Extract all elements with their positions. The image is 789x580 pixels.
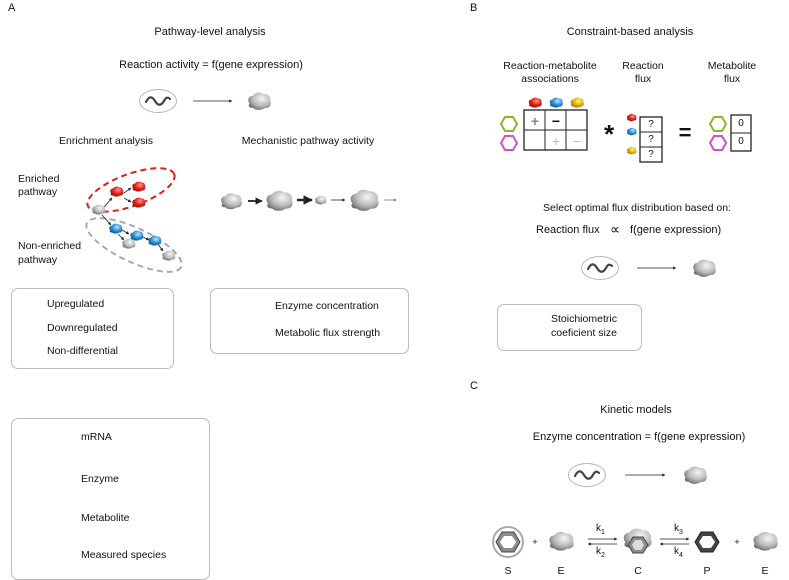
legend-nondifferential: Non-differential: [47, 345, 119, 357]
nonenriched-label-1: Non-enriched: [18, 240, 82, 252]
mechanistic-pathway: [221, 189, 397, 211]
enrichment-network: [85, 167, 183, 273]
plus-2: +: [734, 537, 740, 547]
species-c-label: C: [634, 565, 642, 577]
times-operator: *: [603, 119, 615, 149]
reaction-red-icon: [528, 97, 542, 108]
flux-yellow-icon: [626, 146, 637, 155]
matrix-cell-0-0: +: [530, 113, 540, 129]
assoc-label-2: associations: [521, 73, 579, 85]
mechanistic-title: Mechanistic pathway activity: [241, 135, 375, 147]
panel-c-title: Kinetic models: [600, 404, 672, 416]
flux-red-icon: [626, 113, 637, 122]
rflux-label-1: Reaction: [622, 60, 664, 72]
legend-downregulated: Downregulated: [47, 322, 118, 334]
legend-metabolite: Metabolite: [81, 512, 130, 524]
relation-left: Reaction flux: [536, 224, 600, 236]
metabolite-flux-vector: [730, 114, 752, 152]
rflux-value-0: ?: [648, 119, 654, 130]
mrna-icon-c: [567, 462, 607, 488]
matrix-cell-0-1: −: [551, 113, 561, 129]
mrna-icon-b: [580, 255, 620, 281]
nonenriched-label-2: pathway: [18, 254, 58, 266]
k4-label: k4: [674, 546, 683, 560]
legend-flux-strength: Metabolic flux strength: [275, 327, 381, 339]
mflux-value-1: 0: [738, 136, 744, 147]
nonenriched-ring: [85, 217, 183, 273]
select-optimal-text: Select optimal flux distribution based o…: [543, 202, 731, 214]
metabolite-icons-left: [499, 116, 519, 151]
kinetic-reaction-scheme: [492, 526, 778, 558]
stoich-label-2: coeficient size: [551, 327, 617, 339]
enzyme-e1-icon: [549, 531, 574, 551]
panel-a-letter: A: [8, 2, 16, 14]
species-e1-label: E: [557, 565, 565, 577]
equals-operator: =: [678, 120, 692, 145]
species-e2-label: E: [761, 565, 769, 577]
rflux-value-1: ?: [648, 134, 654, 145]
species-s-label: S: [504, 565, 512, 577]
enriched-label-1: Enriched: [18, 173, 60, 185]
k3-label: k3: [674, 523, 683, 537]
association-matrix: [523, 109, 588, 151]
enrichment-title: Enrichment analysis: [59, 135, 153, 147]
panel-b-title: Constraint-based analysis: [566, 26, 694, 38]
rflux-label-2: flux: [634, 73, 652, 85]
species-legend: [11, 418, 210, 580]
k1-label: k1: [596, 523, 605, 537]
pathway-activity-legend: [210, 288, 409, 354]
enzyme-icon: [248, 92, 271, 110]
mflux-value-0: 0: [738, 118, 744, 129]
flux-blue-icon: [626, 127, 637, 136]
legend-enzyme: Enzyme: [81, 473, 119, 485]
stoich-legend: [497, 304, 642, 351]
legend-enzyme-concentration: Enzyme concentration: [275, 300, 379, 312]
mflux-label-1: Metabolite: [707, 60, 757, 72]
enzyme-icon-b: [693, 259, 716, 277]
mrna-icon: [138, 88, 178, 114]
enzyme-e2-icon: [753, 531, 778, 551]
panel-a-title: Pathway-level analysis: [154, 26, 266, 38]
enzyme-icon-c: [684, 466, 707, 484]
enriched-label-2: pathway: [18, 186, 58, 198]
panel-c-letter: C: [470, 380, 478, 392]
rflux-value-2: ?: [648, 149, 654, 160]
panel-b-letter: B: [470, 2, 478, 14]
mflux-label-2: flux: [723, 73, 741, 85]
matrix-cell-1-2: −: [572, 133, 582, 149]
stoich-label-1: Stoichiometric: [551, 313, 617, 325]
k2-label: k2: [596, 546, 605, 560]
matrix-cell-1-1: +: [551, 133, 561, 149]
regulation-legend: [11, 288, 174, 369]
legend-mrna: mRNA: [81, 431, 112, 443]
legend-upregulated: Upregulated: [47, 298, 105, 310]
relation-symbol: ∝: [610, 221, 621, 237]
species-p-label: P: [703, 565, 711, 577]
panel-a-equation: Reaction activity = f(gene expression): [119, 59, 303, 71]
plus-1: +: [532, 537, 538, 547]
panel-c-equation: Enzyme concentration = f(gene expression…: [532, 431, 746, 443]
relation-right: f(gene expression): [630, 224, 722, 236]
metabolite-icons-right: [708, 116, 728, 151]
reaction-yellow-icon: [570, 97, 584, 108]
legend-measured-species: Measured species: [81, 549, 167, 561]
reaction-flux-vector: [639, 116, 663, 163]
reaction-blue-icon: [549, 97, 563, 108]
assoc-label-1: Reaction-metabolite: [503, 60, 597, 72]
